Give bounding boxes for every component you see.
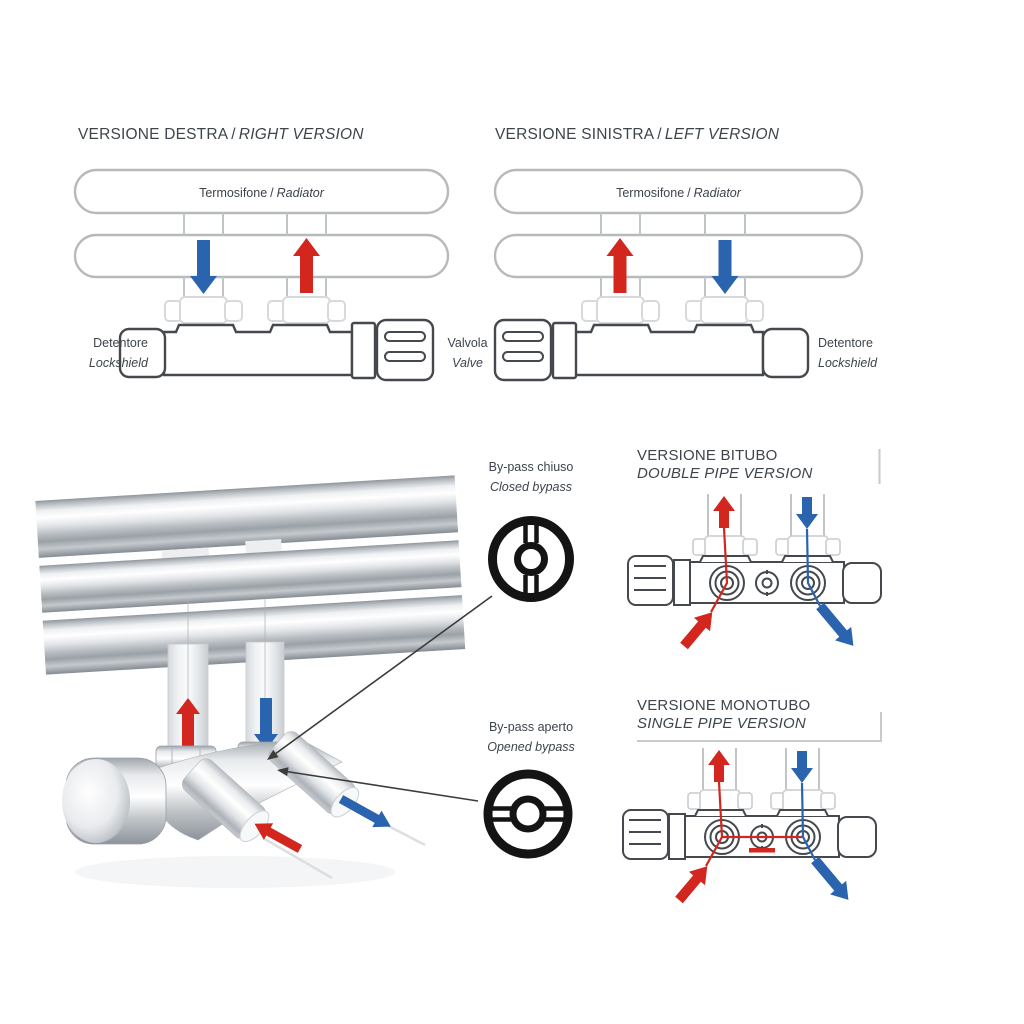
pointer-line-open-bypass (282, 770, 479, 802)
chrome-valve-assembly (62, 731, 426, 880)
radiator-top-rail (493, 168, 864, 215)
radiator-label-left-version: Termosifone/Radiator (616, 186, 741, 200)
end-cap (837, 816, 877, 858)
lockshield-cap (118, 327, 167, 379)
towel-radiator-tubes (35, 475, 466, 675)
single-pipe-diagram (622, 748, 877, 904)
return-flow-arrow-down (254, 698, 278, 750)
double-pipe-diagram (627, 494, 882, 650)
radiator-bottom-rail (73, 233, 450, 279)
return-outlet-arrow (811, 856, 849, 900)
pointer-line-closed-bypass (270, 595, 493, 758)
supply-pipe-line (262, 836, 333, 880)
hot-arrow-up (708, 750, 730, 782)
bypass-screw (755, 570, 779, 596)
chrome-tube (35, 475, 459, 558)
supply-flow-arrow (293, 238, 320, 293)
double-pipe-title: VERSIONE BITUBO DOUBLE PIPE VERSION (637, 447, 813, 482)
valve-label: Valvola Valve (447, 336, 488, 370)
supply-flow-arrow (606, 238, 634, 293)
handle-ridges (629, 819, 661, 845)
left-version-diagram (493, 168, 864, 382)
valve-body (493, 318, 810, 382)
hot-inlet-arrow (254, 823, 303, 853)
return-flow-arrow (711, 240, 739, 294)
valve-handle (627, 555, 674, 606)
hot-inlet-arrow (675, 866, 708, 904)
valve-stem (350, 321, 377, 380)
return-flow-path (800, 782, 816, 861)
radiator-label-right-version: Termosifone/Radiator (199, 186, 324, 200)
left-version-title: VERSIONE SINISTRA/LEFT VERSION (495, 126, 780, 143)
handle-ridges (634, 565, 666, 591)
return-outlet-arrow (338, 795, 391, 828)
return-arrow-down (791, 751, 813, 783)
right-version-title: VERSIONE DESTRA/RIGHT VERSION (78, 126, 364, 143)
knob-face (62, 759, 130, 843)
union-nut-right (267, 296, 346, 324)
return-outlet-arrow (816, 602, 854, 646)
pointer-arrowhead (267, 749, 279, 760)
hot-flow-path (705, 781, 724, 867)
union-nut-right (685, 296, 764, 324)
valve-handle (622, 809, 669, 860)
valve-body (118, 318, 435, 382)
radiator-tubes (600, 213, 746, 298)
chrome-tube (42, 595, 466, 675)
hot-flow-path (710, 527, 729, 613)
hot-flow-arrow-up (176, 698, 200, 750)
union-nut-left (164, 296, 243, 324)
union-nut-left (692, 535, 758, 559)
chrome-tube (39, 540, 462, 613)
union-nut-left (581, 296, 660, 324)
bypass-closed-dial-icon (488, 516, 574, 602)
return-flow-arrow (190, 240, 217, 294)
end-cap (842, 562, 882, 604)
bypass-closed-label: By-pass chiuso Closed bypass (488, 460, 574, 494)
single-pipe-title: VERSIONE MONOTUBO SINGLE PIPE VERSION (637, 697, 811, 732)
valve-stem (551, 321, 578, 380)
radiator-bottom-rail (493, 233, 864, 279)
valve-stem (673, 559, 691, 606)
bypass-open-dial-icon (483, 769, 573, 859)
radiator-top-rail (73, 168, 450, 215)
return-arrow-down (796, 497, 818, 529)
pointer-arrowhead (277, 767, 289, 777)
shadow (75, 856, 395, 888)
riser-pipes (702, 748, 820, 790)
riser-pipes (707, 494, 825, 536)
radiator-tubes (183, 213, 327, 298)
hot-arrow-up (713, 496, 735, 528)
valve-body (627, 555, 882, 606)
lockshield-label-left-version: Detentore Lockshield (818, 336, 878, 370)
lockshield-cap (761, 327, 810, 379)
product-photo (35, 475, 493, 888)
open-bypass-mark (749, 848, 775, 853)
bypass-open-label: By-pass aperto Opened bypass (487, 720, 575, 754)
right-version-diagram (73, 168, 450, 382)
outlet-pipe-hot (182, 758, 270, 843)
valve-stem (668, 813, 686, 860)
return-flow-path (805, 528, 821, 607)
layout-rule (637, 712, 882, 742)
lockshield-label-right-version: Detentore Lockshield (88, 336, 148, 370)
hot-inlet-arrow (680, 612, 713, 650)
